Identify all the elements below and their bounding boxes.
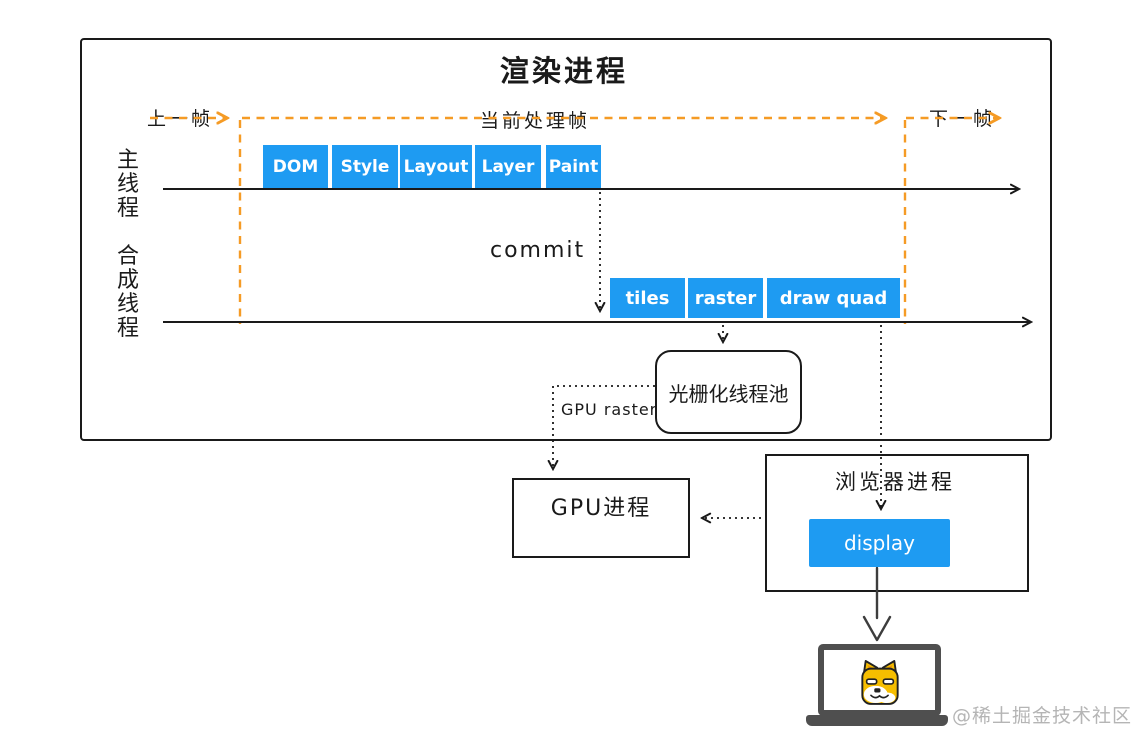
display-to-laptop-arrowhead — [862, 615, 892, 642]
gpu-process-box: GPU进程 — [512, 478, 690, 558]
stage-layer: Layer — [475, 145, 541, 188]
stage-layout: Layout — [400, 145, 472, 188]
stage-dom: DOM — [263, 145, 328, 188]
prev-frame-label: 上一帧 — [147, 108, 214, 130]
laptop-base — [806, 715, 948, 726]
watermark: @稀土掘金技术社区 — [952, 705, 1133, 727]
stage-draw-quad: draw quad — [767, 278, 900, 318]
current-frame-label: 当前处理帧 — [480, 110, 591, 132]
browser-process-title: 浏览器进程 — [835, 470, 955, 494]
stage-paint: Paint — [546, 145, 601, 188]
compositor-thread-label: 合成线程 — [116, 244, 139, 341]
display-box: display — [809, 519, 950, 567]
stage-tiles: tiles — [610, 278, 685, 318]
gpu-raster-label: GPU raster — [561, 400, 658, 419]
stage-raster: raster — [688, 278, 763, 318]
next-frame-label: 下一帧 — [929, 108, 996, 130]
commit-label: commit — [490, 238, 586, 263]
pixel-shiba-dog-icon — [861, 660, 899, 705]
stage-style: Style — [332, 145, 398, 188]
main-thread-label: 主线程 — [116, 148, 139, 221]
render-process-title: 渲染进程 — [499, 54, 628, 88]
raster-thread-pool-box: 光栅化线程池 — [655, 350, 802, 434]
